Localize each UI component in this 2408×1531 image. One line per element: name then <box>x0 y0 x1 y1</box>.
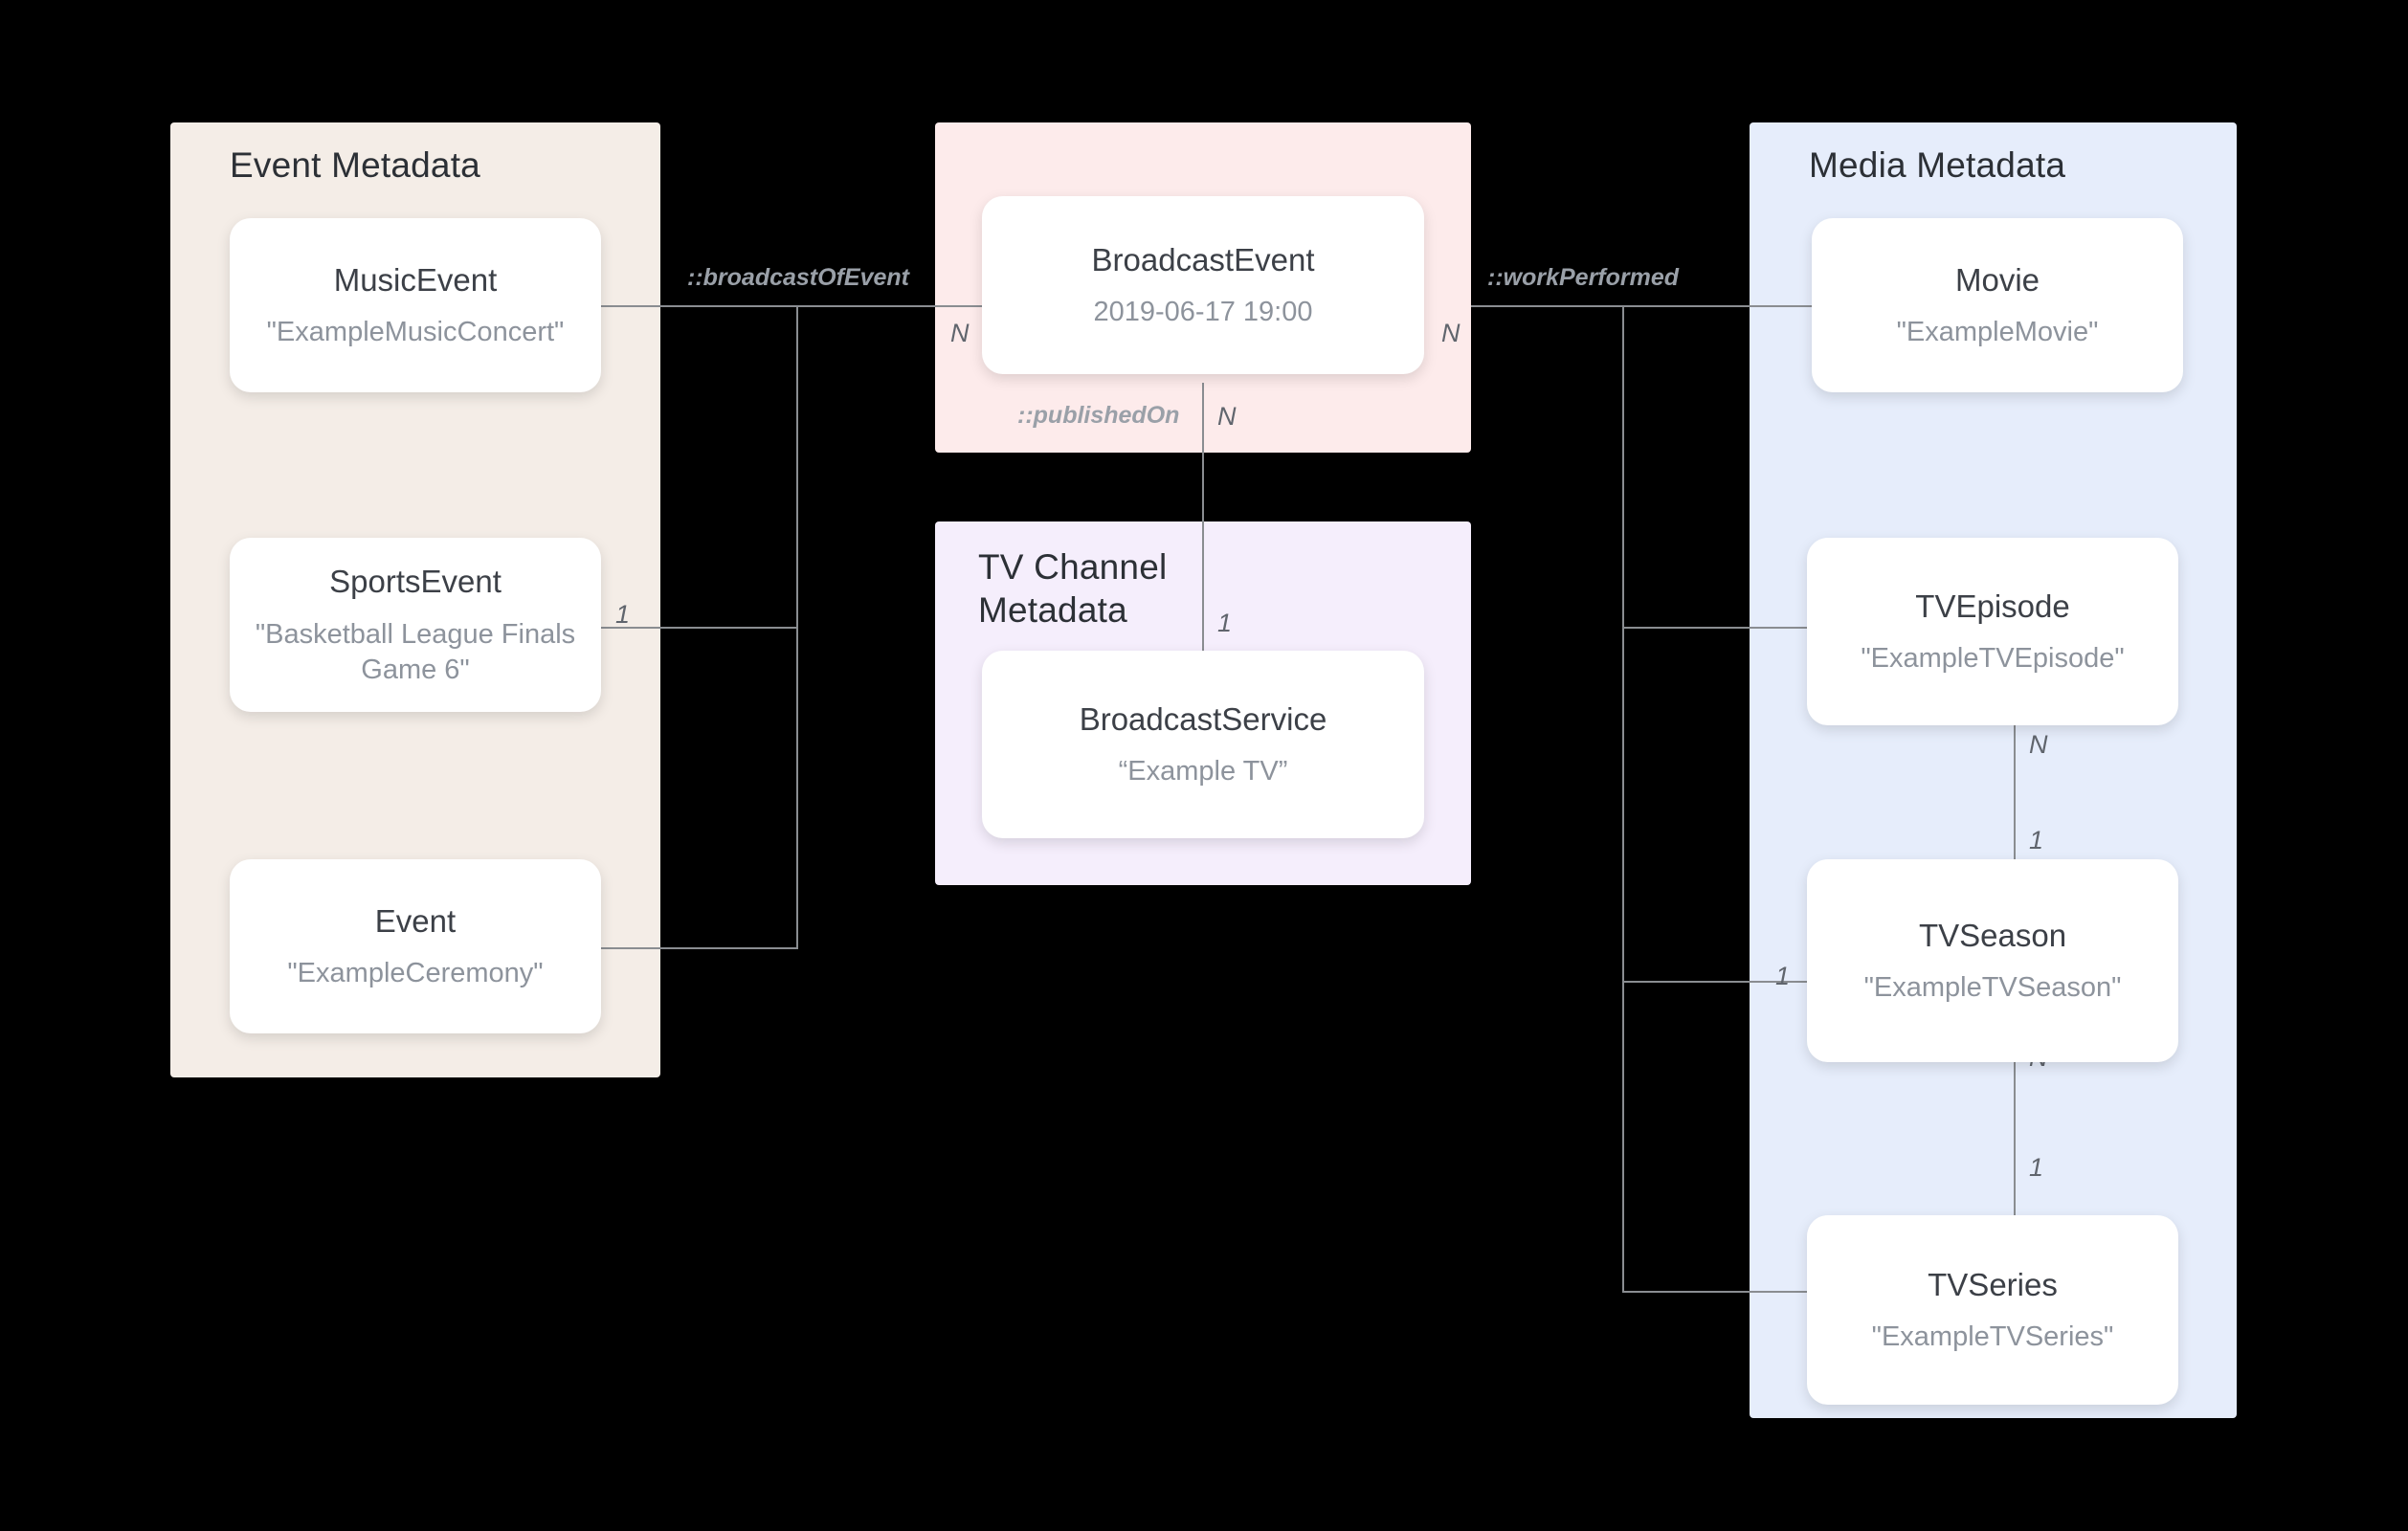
panel-title-tv-channel-metadata: TV Channel Metadata <box>978 547 1168 631</box>
edge-tvseason-tvseries-line <box>2014 1062 2016 1215</box>
edge-tvseason-stub <box>1622 981 1814 983</box>
node-tvseason-value: "ExampleTVSeason" <box>1863 972 2122 1004</box>
node-sportsevent-value: "Basketball League Finals Game 6" <box>255 618 576 685</box>
node-movie-value: "ExampleMovie" <box>1896 317 2099 348</box>
node-musicevent[interactable]: MusicEvent "ExampleMusicConcert" <box>230 218 601 392</box>
panel-title-event-metadata: Event Metadata <box>230 145 480 185</box>
node-tvepisode[interactable]: TVEpisode "ExampleTVEpisode" <box>1807 538 2178 725</box>
node-tvseries-value: "ExampleTVSeries" <box>1871 1321 2114 1353</box>
node-sportsevent-name: SportsEvent <box>329 564 502 600</box>
node-event-name: Event <box>374 902 457 939</box>
node-broadcastevent[interactable]: BroadcastEvent 2019-06-17 19:00 <box>982 196 1424 374</box>
node-broadcastevent-name: BroadcastEvent <box>1091 241 1315 277</box>
cardinality-broadcastevent-left: N <box>950 319 970 347</box>
edge-broadcastofevent-line <box>796 305 995 307</box>
edge-publishedon-line <box>1202 383 1204 751</box>
edge-event-stub <box>599 947 798 949</box>
cardinality-broadcastevent-right: N <box>1441 319 1460 347</box>
node-sportsevent[interactable]: SportsEvent "Basketball League Finals Ga… <box>230 538 601 712</box>
cardinality-tvepisode-n: N <box>2029 730 2048 759</box>
node-tvepisode-value: "ExampleTVEpisode" <box>1861 643 2125 675</box>
node-movie[interactable]: Movie "ExampleMovie" <box>1812 218 2183 392</box>
node-musicevent-name: MusicEvent <box>333 261 498 298</box>
cardinality-tvseries-one: 1 <box>2029 1153 2044 1182</box>
edge-tvseries-stub <box>1622 1291 1814 1293</box>
edge-label-published-on: ::publishedOn <box>1017 402 1180 429</box>
node-musicevent-value: "ExampleMusicConcert" <box>266 317 565 348</box>
node-tvseries[interactable]: TVSeries "ExampleTVSeries" <box>1807 1215 2178 1405</box>
cardinality-sportsevent: 1 <box>615 600 631 629</box>
node-movie-name: Movie <box>1954 261 2040 298</box>
edge-label-broadcast-of-event: ::broadcastOfEvent <box>687 264 909 291</box>
edge-sportsevent-stub <box>599 627 798 629</box>
panel-title-media-metadata: Media Metadata <box>1809 145 2066 185</box>
node-tvseries-name: TVSeries <box>1928 1266 2058 1302</box>
cardinality-tvseason-left: 1 <box>1775 962 1791 990</box>
edge-right-trunk <box>1622 305 1624 1293</box>
edge-tvepisode-tvseason-line <box>2014 725 2016 898</box>
edge-tvepisode-stub <box>1622 627 1814 629</box>
node-tvepisode-name: TVEpisode <box>1915 588 2070 624</box>
edge-left-trunk <box>796 305 798 948</box>
node-broadcastservice-name: BroadcastService <box>1079 700 1327 737</box>
cardinality-broadcastservice: 1 <box>1217 609 1233 637</box>
node-broadcastevent-value: 2019-06-17 19:00 <box>1093 297 1313 328</box>
edge-musicevent-stub <box>599 305 798 307</box>
cardinality-publishedon: N <box>1217 402 1237 431</box>
edge-movie-stub <box>1622 305 1814 307</box>
node-tvseason-name: TVSeason <box>1918 917 2067 953</box>
node-event-value: "ExampleCeremony" <box>287 958 544 989</box>
node-broadcastservice[interactable]: BroadcastService “Example TV” <box>982 651 1424 838</box>
edge-workperformed-line <box>1471 305 1624 307</box>
node-event[interactable]: Event "ExampleCeremony" <box>230 859 601 1033</box>
cardinality-tvseason-top: 1 <box>2029 826 2044 854</box>
node-broadcastservice-value: “Example TV” <box>1118 756 1288 788</box>
edge-label-work-performed: ::workPerformed <box>1487 264 1680 291</box>
node-tvseason[interactable]: TVSeason "ExampleTVSeason" <box>1807 859 2178 1062</box>
